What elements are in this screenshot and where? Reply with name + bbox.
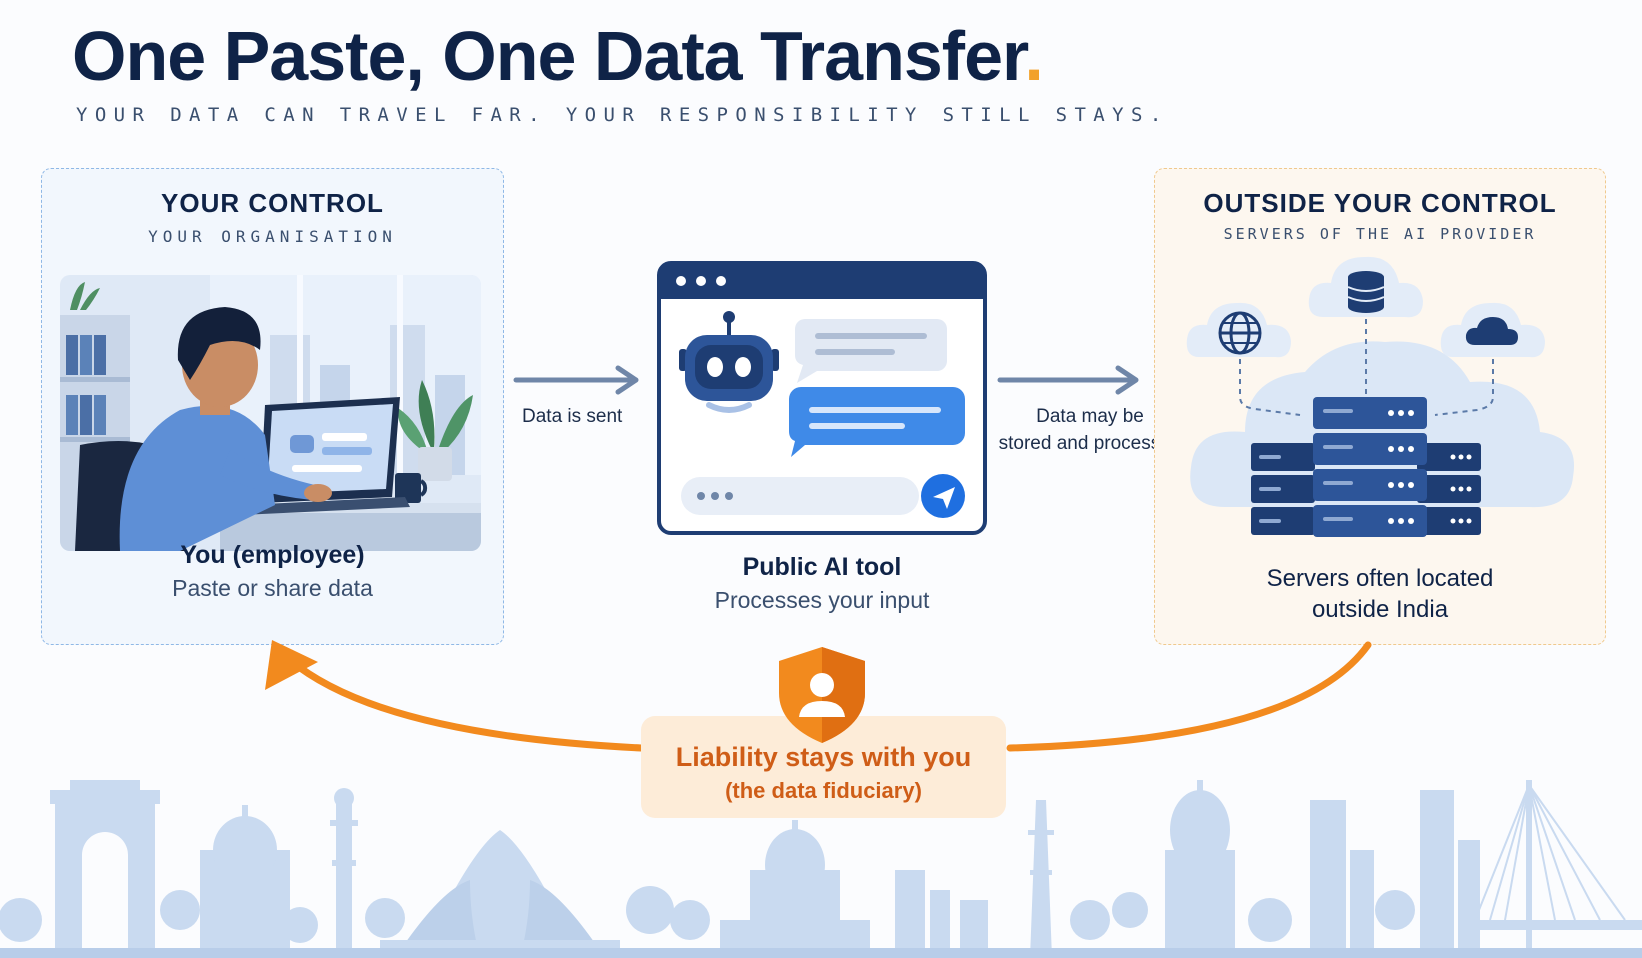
send-icon xyxy=(921,474,965,518)
data-stored-label-line2: stored and processed xyxy=(998,433,1182,454)
outside-your-control-title: OUTSIDE YOUR CONTROL xyxy=(1203,188,1557,218)
page-title: One Paste, One Data Transfer. xyxy=(72,14,1044,98)
liability-main-text: Liability stays with you xyxy=(675,742,972,772)
public-ai-tool-caption: Public AI tool xyxy=(742,553,902,581)
data-sent-arrow xyxy=(513,365,639,395)
public-ai-tool-window xyxy=(657,261,987,535)
data-stored-arrow xyxy=(997,365,1139,395)
shield-user-icon xyxy=(779,647,865,743)
cloud-icon xyxy=(1440,302,1545,358)
servers-location-caption-line1: Servers often located xyxy=(1266,565,1494,592)
data-stored-label-line1: Data may be xyxy=(1036,406,1144,427)
your-control-title: YOUR CONTROL xyxy=(161,188,384,218)
paste-share-caption: Paste or share data xyxy=(172,575,373,601)
robot-icon xyxy=(679,311,779,413)
title-accent-dot: . xyxy=(1024,17,1043,95)
servers-location-caption-line2: outside India xyxy=(1311,596,1449,623)
processes-input-caption: Processes your input xyxy=(714,587,930,613)
cloud-servers-illustration xyxy=(1186,256,1575,537)
employee-caption: You (employee) xyxy=(180,541,365,569)
employee-at-laptop-illustration xyxy=(60,275,481,551)
data-sent-label: Data is sent xyxy=(522,406,623,427)
page-subtitle: YOUR DATA CAN TRAVEL FAR. YOUR RESPONSIB… xyxy=(76,104,1169,126)
globe-icon xyxy=(1186,302,1291,358)
page-title-text: One Paste, One Data Transfer xyxy=(72,17,1025,95)
ai-provider-servers-label: SERVERS OF THE AI PROVIDER xyxy=(1223,225,1537,243)
data-stored-label: Data may be stored and processed xyxy=(990,403,1190,457)
your-control-panel: YOUR CONTROL YOUR ORGANISATION xyxy=(41,168,504,645)
outside-your-control-panel: OUTSIDE YOUR CONTROL SERVERS OF THE AI P… xyxy=(1154,168,1606,645)
liability-callout: Liability stays with you (the data fiduc… xyxy=(641,716,1006,818)
database-icon xyxy=(1308,256,1423,318)
your-organisation-label: YOUR ORGANISATION xyxy=(148,227,397,246)
liability-sub-text: (the data fiduciary) xyxy=(725,778,922,803)
city-skyline-illustration xyxy=(0,780,1642,958)
